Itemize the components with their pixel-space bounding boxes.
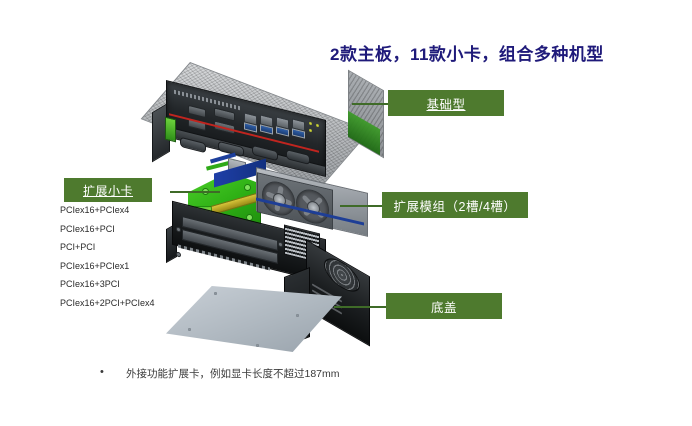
- callout-basic-type-label: 基础型: [426, 97, 466, 112]
- bullet-icon: •: [100, 366, 104, 378]
- pcie-option-list: PCIex16+PCIex4 PCIex16+PCI PCI+PCI PCIex…: [60, 206, 155, 317]
- pcie-option-item: PCIex16+3PCI: [60, 279, 120, 289]
- status-led-icon: [316, 123, 319, 128]
- plate-screw-hole: [188, 328, 191, 331]
- callout-expansion-small-card-label: 扩展小卡: [82, 183, 133, 198]
- plate-screw-hole: [256, 344, 259, 347]
- callout-basic-type[interactable]: 基础型: [388, 90, 504, 116]
- bottom-cover-render: [166, 239, 396, 360]
- pcie-option-item: PCIex16+2PCI+PCIex4: [60, 297, 155, 308]
- callout-expansion-module-label: 扩展模组（2槽/4槽）: [393, 199, 517, 214]
- leader-line-expansion-module: [340, 205, 382, 207]
- chassis-screw: [278, 241, 283, 248]
- footnote: • 外接功能扩展卡，例如显卡长度不超过187mm: [100, 366, 340, 381]
- chassis-screw: [176, 226, 181, 233]
- callout-expansion-module[interactable]: 扩展模组（2槽/4槽）: [382, 192, 528, 218]
- bottom-cover-plate: [166, 286, 342, 352]
- callout-bottom-cover-label: 底盖: [430, 300, 457, 315]
- riser-mount-hole: [244, 184, 251, 191]
- chassis-screw: [176, 251, 181, 258]
- green-terminal-block-icon: [165, 116, 176, 143]
- pcie-option-item: PCIex16+PCIex1: [60, 260, 130, 271]
- pcie-option-item: PCI+PCI: [60, 242, 96, 252]
- callout-expansion-small-card[interactable]: 扩展小卡: [64, 178, 152, 202]
- leader-line-bottom-cover: [334, 306, 386, 308]
- plate-screw-hole: [296, 314, 299, 317]
- status-led-icon: [309, 121, 312, 126]
- leader-line-expansion-card: [170, 191, 220, 193]
- page-title: 2款主板，11款小卡，组合多种机型: [330, 45, 604, 64]
- status-led-icon: [309, 128, 312, 133]
- fan-blade: [275, 185, 284, 201]
- leader-line-basic: [352, 103, 388, 105]
- footnote-text: 外接功能扩展卡，例如显卡长度不超过187mm: [126, 368, 340, 380]
- plate-screw-hole: [214, 292, 217, 295]
- pcie-option-item: PCIex16+PCIex4: [60, 205, 130, 215]
- fan-blade: [300, 194, 315, 209]
- pcie-option-item: PCIex16+PCI: [60, 223, 115, 234]
- fan-blade: [309, 196, 323, 210]
- callout-bottom-cover[interactable]: 底盖: [386, 293, 502, 319]
- basic-chassis-render: [140, 62, 397, 189]
